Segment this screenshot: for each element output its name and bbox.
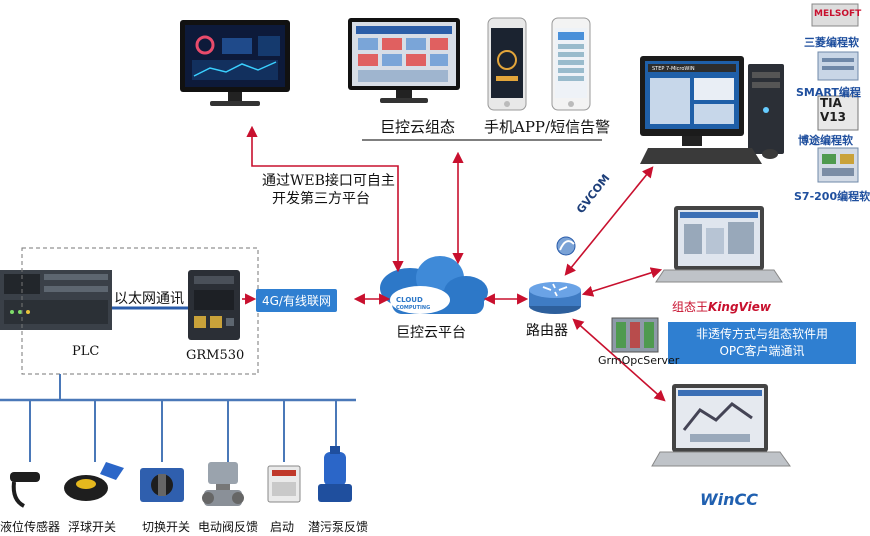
router-icon [529,282,581,314]
dashboard-monitor [180,20,290,106]
kingview-name: KingView [708,300,771,314]
wincc-label: WinCC [700,490,759,509]
grm530-label: GRM530 [186,348,245,363]
mobile-app-label: 手机APP/短信告警 [484,118,611,136]
cloud-platform-label: 巨控云平台 [396,325,466,341]
s7200-label: S7-200编程软 [794,190,870,203]
s7200-software-icon [817,147,859,183]
melsoft-label: MELSOFT [814,9,862,19]
opc-description: 非透传方式与组态软件用 OPC客户端通讯 [668,322,856,364]
tia-line-2: V13 [820,110,846,124]
melsoft-icon [811,3,859,27]
laptop-wincc [651,384,791,467]
smart-software-icon [817,51,859,81]
router-label: 路由器 [526,323,568,339]
sensor-label-start: 启动 [270,520,295,534]
tia-portal-icon [817,95,859,131]
cloud-config-monitor [348,18,460,103]
desktop-pc [640,56,784,164]
grm-opc-server-label: GrmOpcServer [598,354,680,367]
smart-label: SMART编程 [796,86,861,99]
web-api-label-1: 通过WEB接口可自主 [262,173,395,189]
sensor-label-selector: 切换开关 [142,520,191,534]
microwin-label: STEP 7-MicroWIN [652,66,695,72]
cloud-text: CLOUD COMPUTING [396,296,430,312]
sensor-label-pump: 潜污泵反馈 [308,520,369,534]
web-api-label-2: 开发第三方平台 [272,191,370,207]
kingview-prefix: 组态王 [672,300,709,314]
float-switch-icon [64,462,124,501]
plc-enclosure [21,247,259,375]
opc-line-1: 非透传方式与组态软件用 [695,327,828,341]
ethernet-label: 以太网通讯 [114,291,184,307]
network-4g-badge: 4G/有线联网 [256,289,337,312]
sensor-label-level: 液位传感器 [0,520,61,534]
phone-left [487,17,527,111]
plc-device [0,270,112,330]
sewage-pump-icon [318,446,352,502]
laptop-kingview [655,206,783,283]
phone-right [551,17,591,111]
sensor-label-float: 浮球开关 [68,520,117,534]
sensor-label-valve: 电动阀反馈 [198,520,259,534]
level-sensor-icon [10,472,40,508]
plc-label: PLC [72,344,100,359]
cloud-text-1: CLOUD [396,296,423,304]
grm530-device [188,270,240,340]
tia-line-1: TIA [820,96,842,110]
tia-label: TIA V13 [820,96,846,124]
cloud-icon [380,256,488,314]
botu-label: 博途编程软 [798,134,853,147]
opc-server-icon [611,317,659,353]
kingview-label: 组态王KingView [672,298,771,315]
mitsubishi-label: 三菱编程软 [804,36,859,49]
cloud-text-2: COMPUTING [396,305,431,311]
gvcom-icon [556,236,576,256]
selector-switch-icon [140,468,184,502]
cloud-config-label: 巨控云组态 [380,118,456,136]
opc-line-2: OPC客户端通讯 [719,344,805,358]
connection-arrows [242,125,666,402]
contactor-icon [267,465,301,503]
motorized-valve-icon [202,462,244,506]
